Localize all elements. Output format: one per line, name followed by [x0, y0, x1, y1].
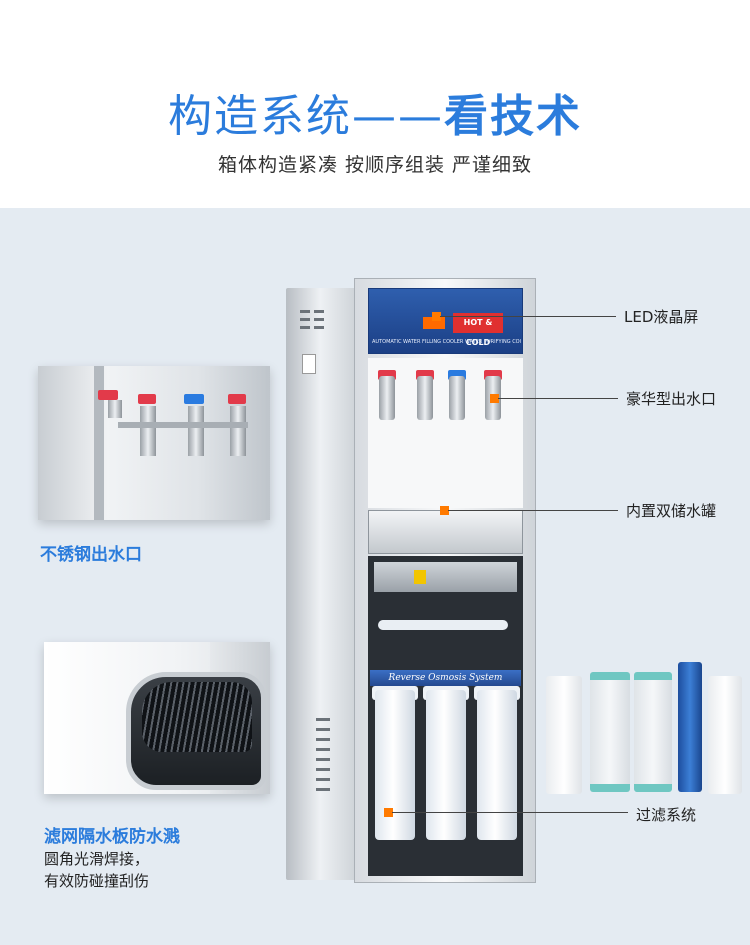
filter-leader: [392, 812, 628, 813]
pp-cartridge: [546, 676, 582, 794]
drip-caption: 滤网隔水板防水溅: [44, 827, 180, 847]
control-panel: HOT & COLD AUTOMATIC WATER FILLING COOLE…: [368, 288, 523, 354]
water-dispenser-image: HOT & COLD AUTOMATIC WATER FILLING COOLE…: [286, 278, 536, 883]
header: 构造系统——看技术 箱体构造紧凑 按顺序组装 严谨细致: [0, 0, 750, 208]
callout-taps: 豪华型出水口: [626, 390, 717, 408]
lcd-marker: [432, 312, 441, 321]
carbon-cartridge: [634, 672, 672, 792]
faucet-closeup: [38, 366, 270, 520]
hot-tap-handle: [378, 370, 396, 380]
filter-housing: [426, 690, 466, 840]
post-carbon-cartridge: [708, 676, 742, 794]
drip-tray-closeup: [44, 642, 270, 794]
ro-band: Reverse Osmosis System: [370, 670, 521, 686]
tap: [417, 376, 433, 420]
drip-desc-line1: 圆角光滑焊接，: [44, 850, 150, 868]
page-title: 构造系统——看技术: [0, 80, 750, 144]
storage-tank: [368, 510, 523, 554]
callout-filters: 过滤系统: [636, 806, 697, 824]
title-light: 构造系统——: [168, 91, 444, 142]
hot-tap-handle: [484, 370, 502, 380]
callout-tank: 内置双储水罐: [626, 502, 717, 520]
hot-cold-badge: HOT & COLD: [453, 313, 503, 347]
machine-side: [286, 288, 362, 880]
hot-tap-handle: [416, 370, 434, 380]
drip-desc-line2: 有效防碰撞刮伤: [44, 872, 150, 890]
panel-strip: AUTOMATIC WATER FILLING COOLER WATER PUR…: [372, 339, 521, 345]
tap-marker: [490, 394, 499, 403]
lcd-leader: [440, 316, 616, 317]
filter-marker: [384, 808, 393, 817]
drip-grille: [142, 682, 252, 752]
spec-sticker: [302, 354, 316, 374]
tap-leader: [498, 398, 618, 399]
filter-housing: [375, 690, 415, 840]
filter-housing: [477, 690, 517, 840]
ro-membrane: [678, 662, 702, 792]
tap: [449, 376, 465, 420]
title-bold: 看技术: [444, 91, 582, 142]
tank-marker: [440, 506, 449, 515]
cold-tap-handle: [448, 370, 466, 380]
tank-leader: [448, 510, 618, 511]
faucet-caption: 不锈钢出水口: [40, 545, 142, 565]
page-subtitle: 箱体构造紧凑 按顺序组装 严谨细致: [217, 154, 533, 176]
carbon-cartridge: [590, 672, 630, 792]
tap: [379, 376, 395, 420]
callout-lcd: LED液晶屏: [624, 308, 699, 326]
warning-label: [414, 570, 426, 584]
membrane-housing: [378, 620, 508, 630]
